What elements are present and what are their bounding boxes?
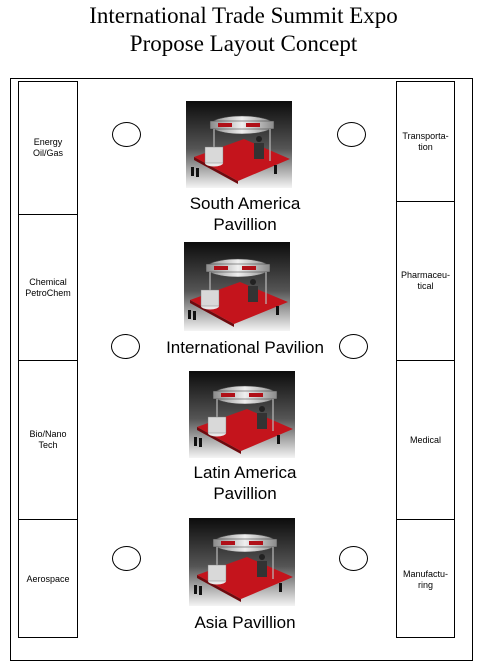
round-table-top-right — [337, 122, 366, 147]
booth-transportation[interactable]: Transporta- tion — [397, 82, 454, 202]
booth-pharmaceutical[interactable]: Pharmaceu- tical — [397, 202, 454, 361]
asia-pavilion-label: Asia Pavillion — [194, 613, 296, 632]
booth-manufacturing[interactable]: Manufactu- ring — [402, 568, 449, 590]
latin-america-pavilion-image — [189, 371, 295, 458]
round-table-bottom-left — [112, 546, 141, 571]
international-pavilion-label: International Pavilion — [166, 338, 324, 357]
booth-energy-oil-gas[interactable]: Energy Oil/Gas — [19, 82, 77, 215]
latin-america-pavilion-label: Latin America Pavillion — [193, 463, 297, 503]
right-booth-column: Transporta- tion Pharmaceu- tical Medica… — [396, 81, 455, 638]
booth-chemical-petrochem[interactable]: Chemical PetroChem — [19, 215, 77, 361]
booth-bio-nano-tech[interactable]: Bio/Nano Tech — [19, 361, 77, 520]
round-table-middle-left — [111, 334, 140, 359]
south-america-pavilion-image — [186, 101, 292, 188]
asia-pavilion-image — [189, 518, 295, 606]
round-table-bottom-right — [339, 546, 368, 571]
international-pavilion-image — [184, 242, 290, 331]
booth-aerospace[interactable]: Aerospace — [26, 574, 70, 584]
round-table-top-left — [112, 122, 141, 147]
exhibit-hall-outline — [10, 78, 473, 661]
title-line-2: Propose Layout Concept — [129, 31, 358, 56]
title-line-1: International Trade Summit Expo — [89, 3, 398, 28]
south-america-pavilion-label: South America Pavillion — [189, 194, 301, 234]
left-booth-column: Energy Oil/Gas Chemical PetroChem Bio/Na… — [18, 81, 78, 638]
booth-medical[interactable]: Medical — [397, 361, 454, 520]
round-table-middle-right — [339, 334, 368, 359]
